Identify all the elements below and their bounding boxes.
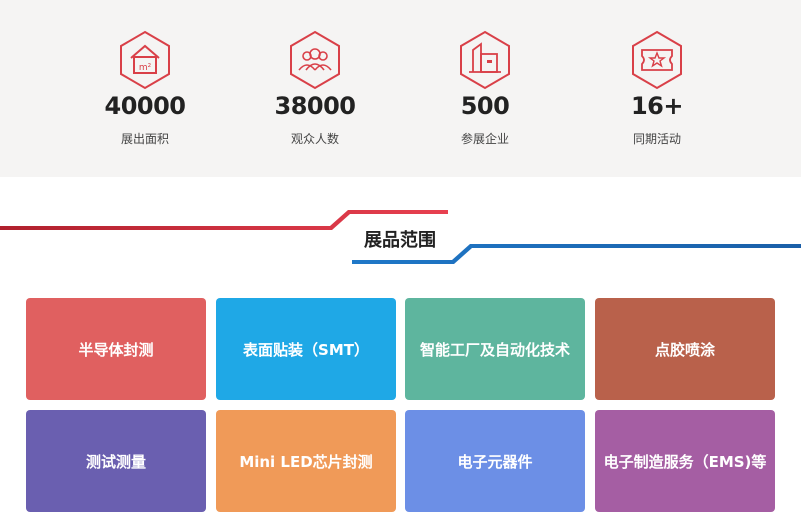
ticket-star-icon xyxy=(632,30,682,90)
category-tile-smart-factory[interactable]: 智能工厂及自动化技术 xyxy=(405,298,585,400)
category-tile-electronic-components[interactable]: 电子元器件 xyxy=(405,410,585,512)
section-title: 展品范围 xyxy=(364,230,436,251)
stat-label: 展出面积 xyxy=(120,132,169,146)
people-icon xyxy=(290,30,340,90)
building-icon xyxy=(460,30,510,90)
svg-text:m²: m² xyxy=(139,63,152,73)
category-tile-dispensing[interactable]: 点胶喷涂 xyxy=(595,298,775,400)
category-tile-ems[interactable]: 电子制造服务（EMS)等 xyxy=(595,410,775,512)
stat-value: 500 xyxy=(460,92,510,120)
stat-value: 38000 xyxy=(274,92,357,120)
stat-label: 观众人数 xyxy=(290,132,339,146)
category-tile-smt[interactable]: 表面贴装（SMT） xyxy=(216,298,396,400)
category-tile-test-measurement[interactable]: 测试测量 xyxy=(26,410,206,512)
stat-label: 同期活动 xyxy=(632,132,681,146)
stats-band: m² 40000 展出面积 38000 观众人数 500 参展企业 xyxy=(0,0,801,177)
stat-value: 16+ xyxy=(630,92,684,120)
stat-label: 参展企业 xyxy=(460,132,509,146)
section-title-decoration xyxy=(0,210,801,264)
stat-value: 40000 xyxy=(104,92,187,120)
house-area-icon: m² xyxy=(120,30,170,90)
category-tile-mini-led[interactable]: Mini LED芯片封测 xyxy=(216,410,396,512)
category-tile-semiconductor[interactable]: 半导体封测 xyxy=(26,298,206,400)
